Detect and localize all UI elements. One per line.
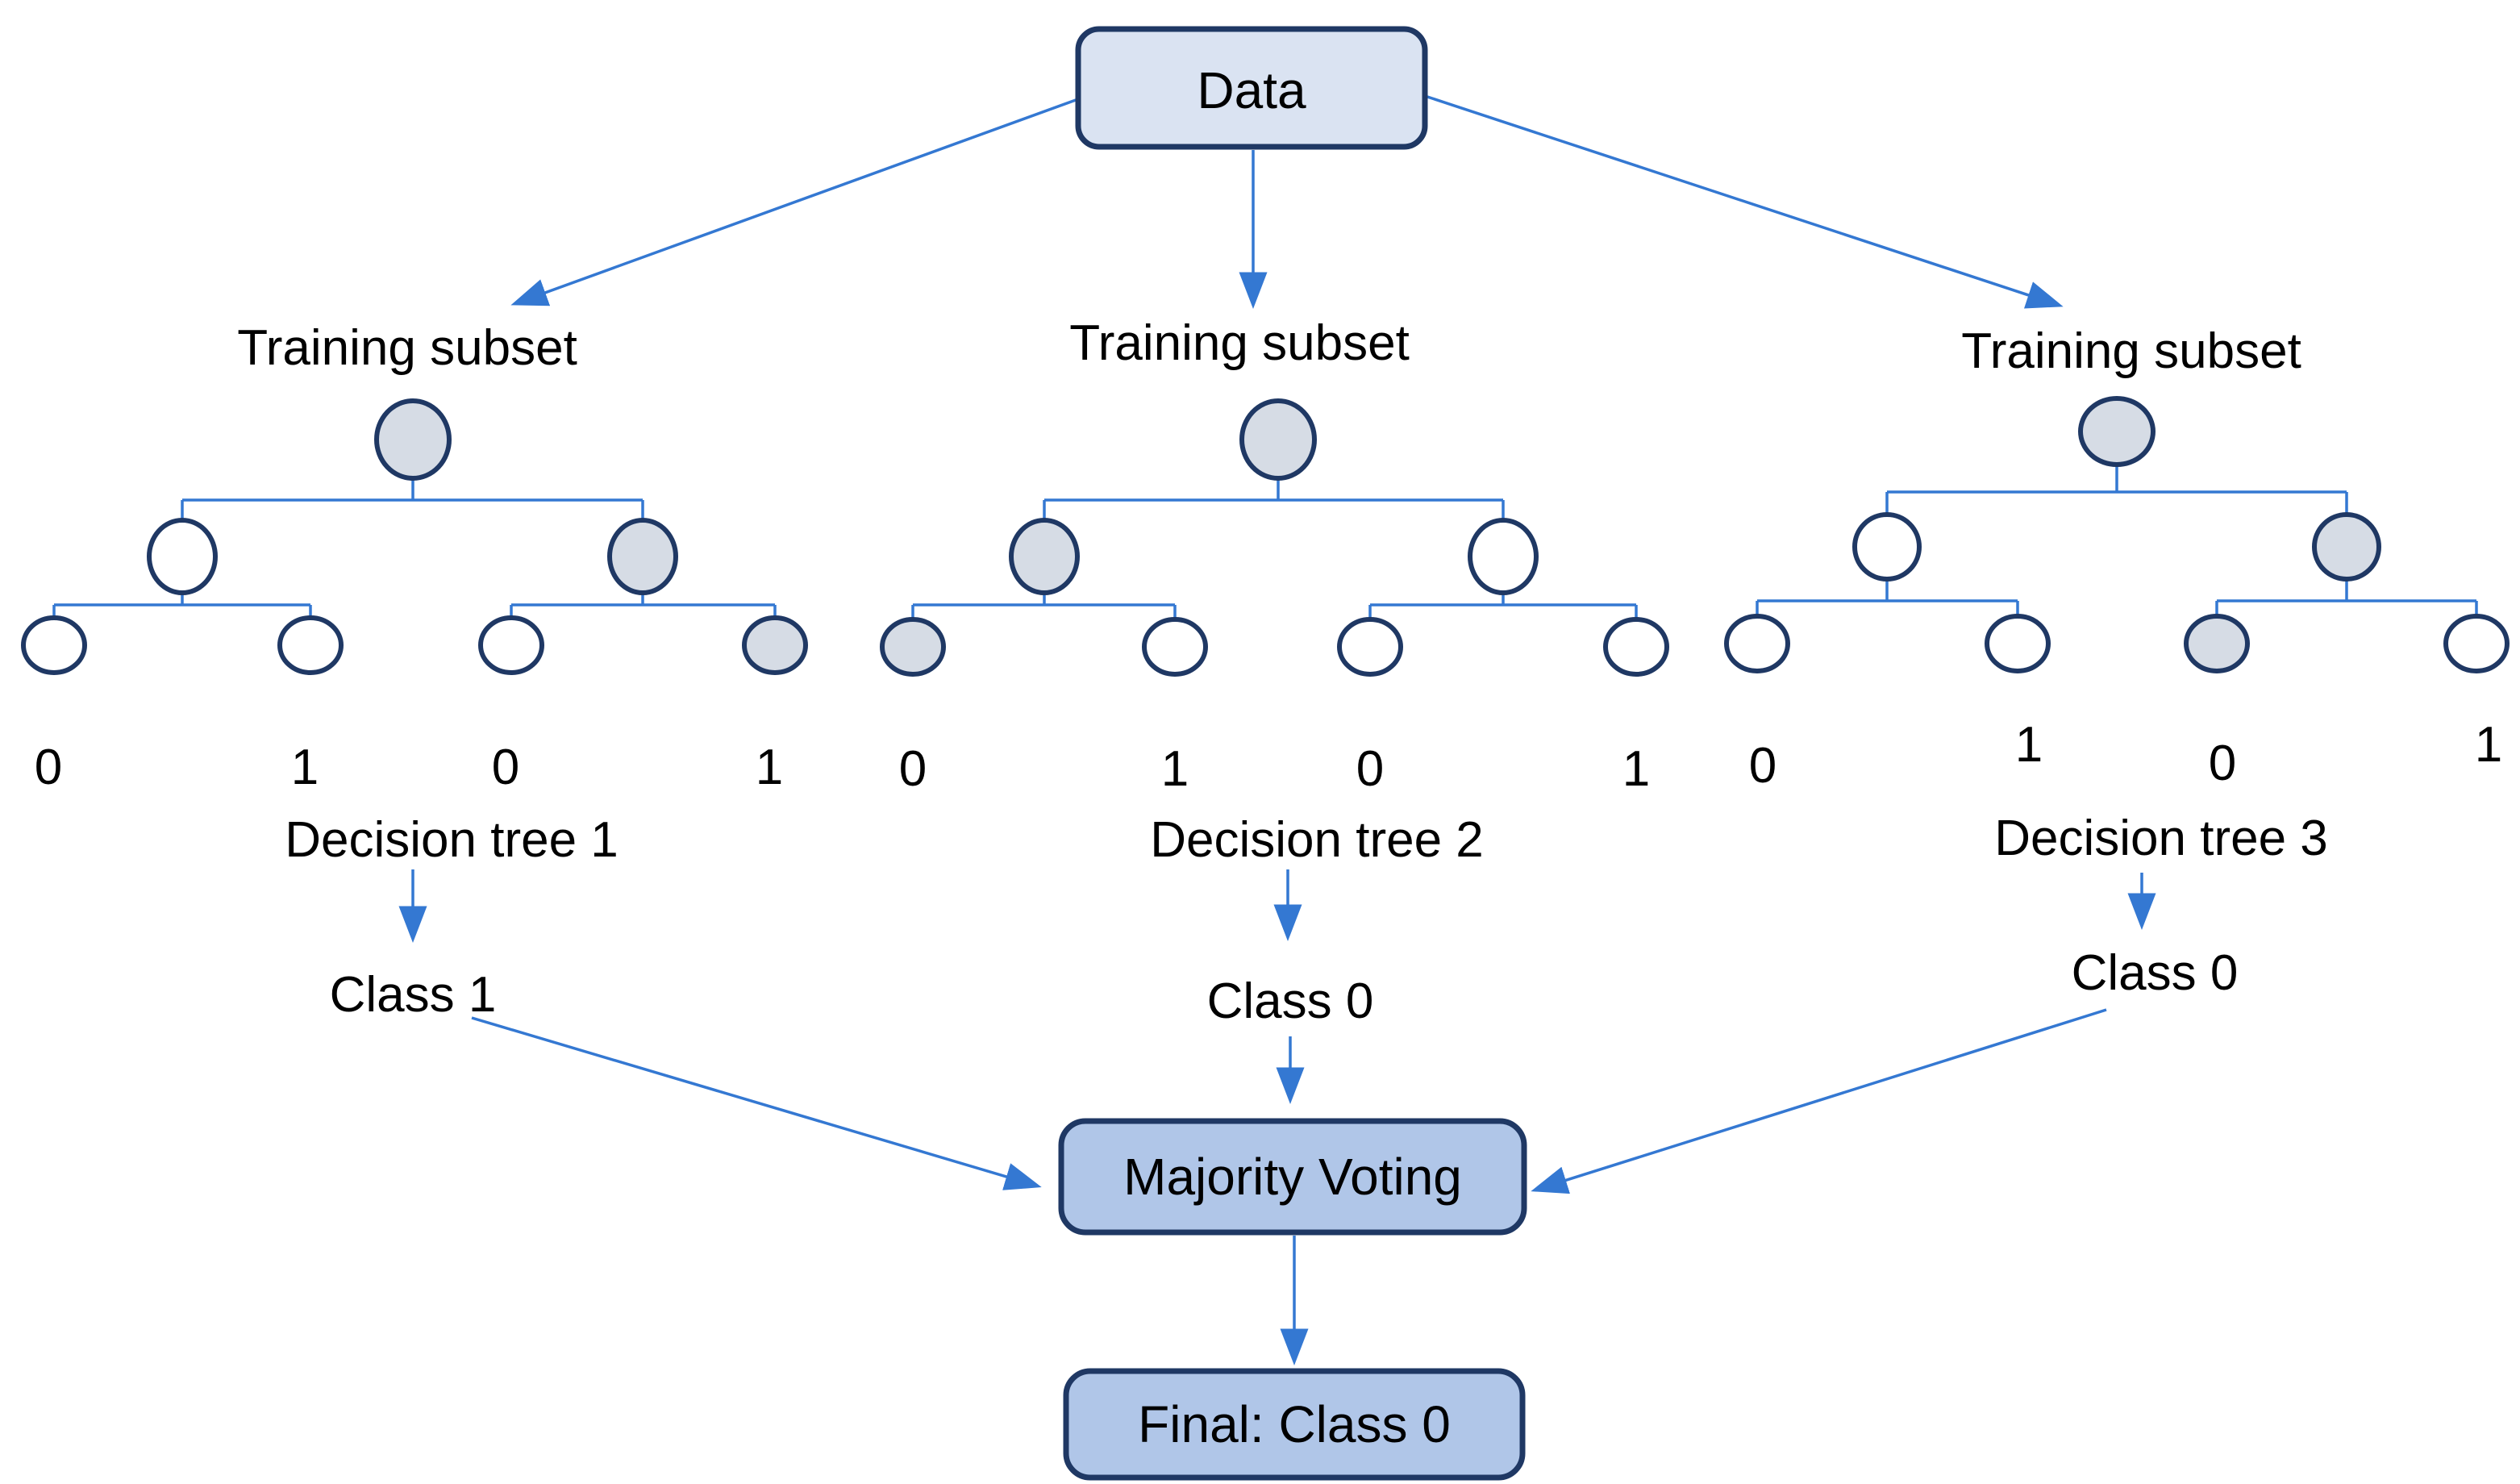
tree-2-name-label: Decision tree 2 bbox=[1150, 812, 1484, 868]
tree-2-left-node bbox=[1009, 518, 1080, 595]
tree-3-leaf-value-1: 0 bbox=[1749, 738, 1776, 794]
final-result-box-shape bbox=[1063, 1368, 1526, 1481]
tree-3-subset-label: Training subset bbox=[1961, 323, 2301, 379]
arrow-data-to-tree-3 bbox=[1427, 95, 2064, 309]
tree-1-leaf-value-3: 0 bbox=[492, 740, 519, 795]
tree-1-leaf-node-3 bbox=[478, 615, 544, 675]
tree-2-leaf-value-1: 0 bbox=[899, 741, 927, 797]
tree-2-leaf-value-2: 1 bbox=[1161, 741, 1189, 797]
tree-3-left-node bbox=[1852, 512, 1922, 582]
tree-1-leaf-node-1 bbox=[21, 615, 87, 675]
tree-3-name-label: Decision tree 3 bbox=[1994, 811, 2328, 866]
tree-2-prediction-label: Class 0 bbox=[1207, 973, 1374, 1029]
tree-1-leaf-value-4: 1 bbox=[756, 740, 783, 795]
majority-voting-box: Majority Voting bbox=[1058, 1118, 1527, 1236]
majority-voting-label: Majority Voting bbox=[1123, 1148, 1462, 1206]
tree-2-leaf-node-3 bbox=[1337, 617, 1403, 677]
tree-3-root-node bbox=[2078, 396, 2156, 467]
arrow-data-to-tree-1 bbox=[510, 98, 1077, 306]
arrow-class-1-to-voting bbox=[471, 1016, 1042, 1190]
tree-3-leaf-node-1 bbox=[1724, 614, 1790, 673]
tree-1-leaf-value-2: 1 bbox=[291, 740, 319, 795]
tree-3-leaf-node-3 bbox=[2184, 614, 2250, 673]
data-box: Data bbox=[1075, 26, 1428, 150]
decision-tree-2: Training subset 0 1 0 1 Decision tree 2 … bbox=[880, 315, 1669, 1029]
tree-3-leaf-value-3: 0 bbox=[2209, 736, 2236, 791]
tree-3-leaf-node-2 bbox=[1985, 614, 2051, 673]
decision-tree-1: Training subset 0 1 0 1 Decision tree 1 … bbox=[21, 320, 808, 1023]
tree-3-right-node bbox=[2312, 512, 2381, 582]
tree-3-connectors bbox=[1756, 465, 2478, 617]
tree-2-leaf-value-4: 1 bbox=[1622, 741, 1650, 797]
tree-2-leaf-node-2 bbox=[1142, 617, 1208, 677]
majority-voting-box-shape bbox=[1058, 1118, 1527, 1236]
tree-3-leaf-value-2: 1 bbox=[2015, 717, 2043, 773]
tree-1-leaf-value-1: 0 bbox=[35, 740, 62, 795]
tree-1-leaf-node-4 bbox=[742, 615, 808, 675]
tree-1-name-label: Decision tree 1 bbox=[285, 812, 619, 868]
final-result-box: Final: Class 0 bbox=[1063, 1368, 1526, 1481]
connector-lines bbox=[52, 95, 2478, 1365]
final-result-label: Final: Class 0 bbox=[1138, 1395, 1451, 1453]
tree-2-leaf-node-1 bbox=[880, 617, 946, 677]
tree-2-leaf-value-3: 0 bbox=[1356, 741, 1384, 797]
tree-2-subset-label: Training subset bbox=[1069, 315, 1410, 371]
tree-2-root-node bbox=[1239, 398, 1317, 481]
tree-2-leaf-node-4 bbox=[1603, 617, 1669, 677]
arrow-class-3-to-voting bbox=[1531, 1008, 2107, 1194]
tree-2-right-node bbox=[1468, 518, 1539, 595]
tree-1-prediction-label: Class 1 bbox=[330, 967, 497, 1023]
tree-3-leaf-node-4 bbox=[2443, 614, 2510, 673]
data-box-shape bbox=[1075, 26, 1428, 150]
tree-1-connectors bbox=[52, 478, 777, 619]
data-box-label: Data bbox=[1197, 61, 1306, 119]
tree-1-root-node bbox=[374, 398, 452, 481]
tree-1-leaf-node-2 bbox=[277, 615, 344, 675]
tree-1-subset-label: Training subset bbox=[237, 320, 577, 376]
tree-2-connectors bbox=[911, 478, 1638, 620]
tree-1-right-node bbox=[607, 518, 678, 595]
tree-3-leaf-value-4: 1 bbox=[2475, 717, 2502, 773]
decision-tree-3: Training subset 0 1 0 1 Decision tree 3 … bbox=[1724, 323, 2510, 1001]
tree-1-left-node bbox=[147, 518, 218, 595]
tree-3-prediction-label: Class 0 bbox=[2072, 945, 2239, 1001]
